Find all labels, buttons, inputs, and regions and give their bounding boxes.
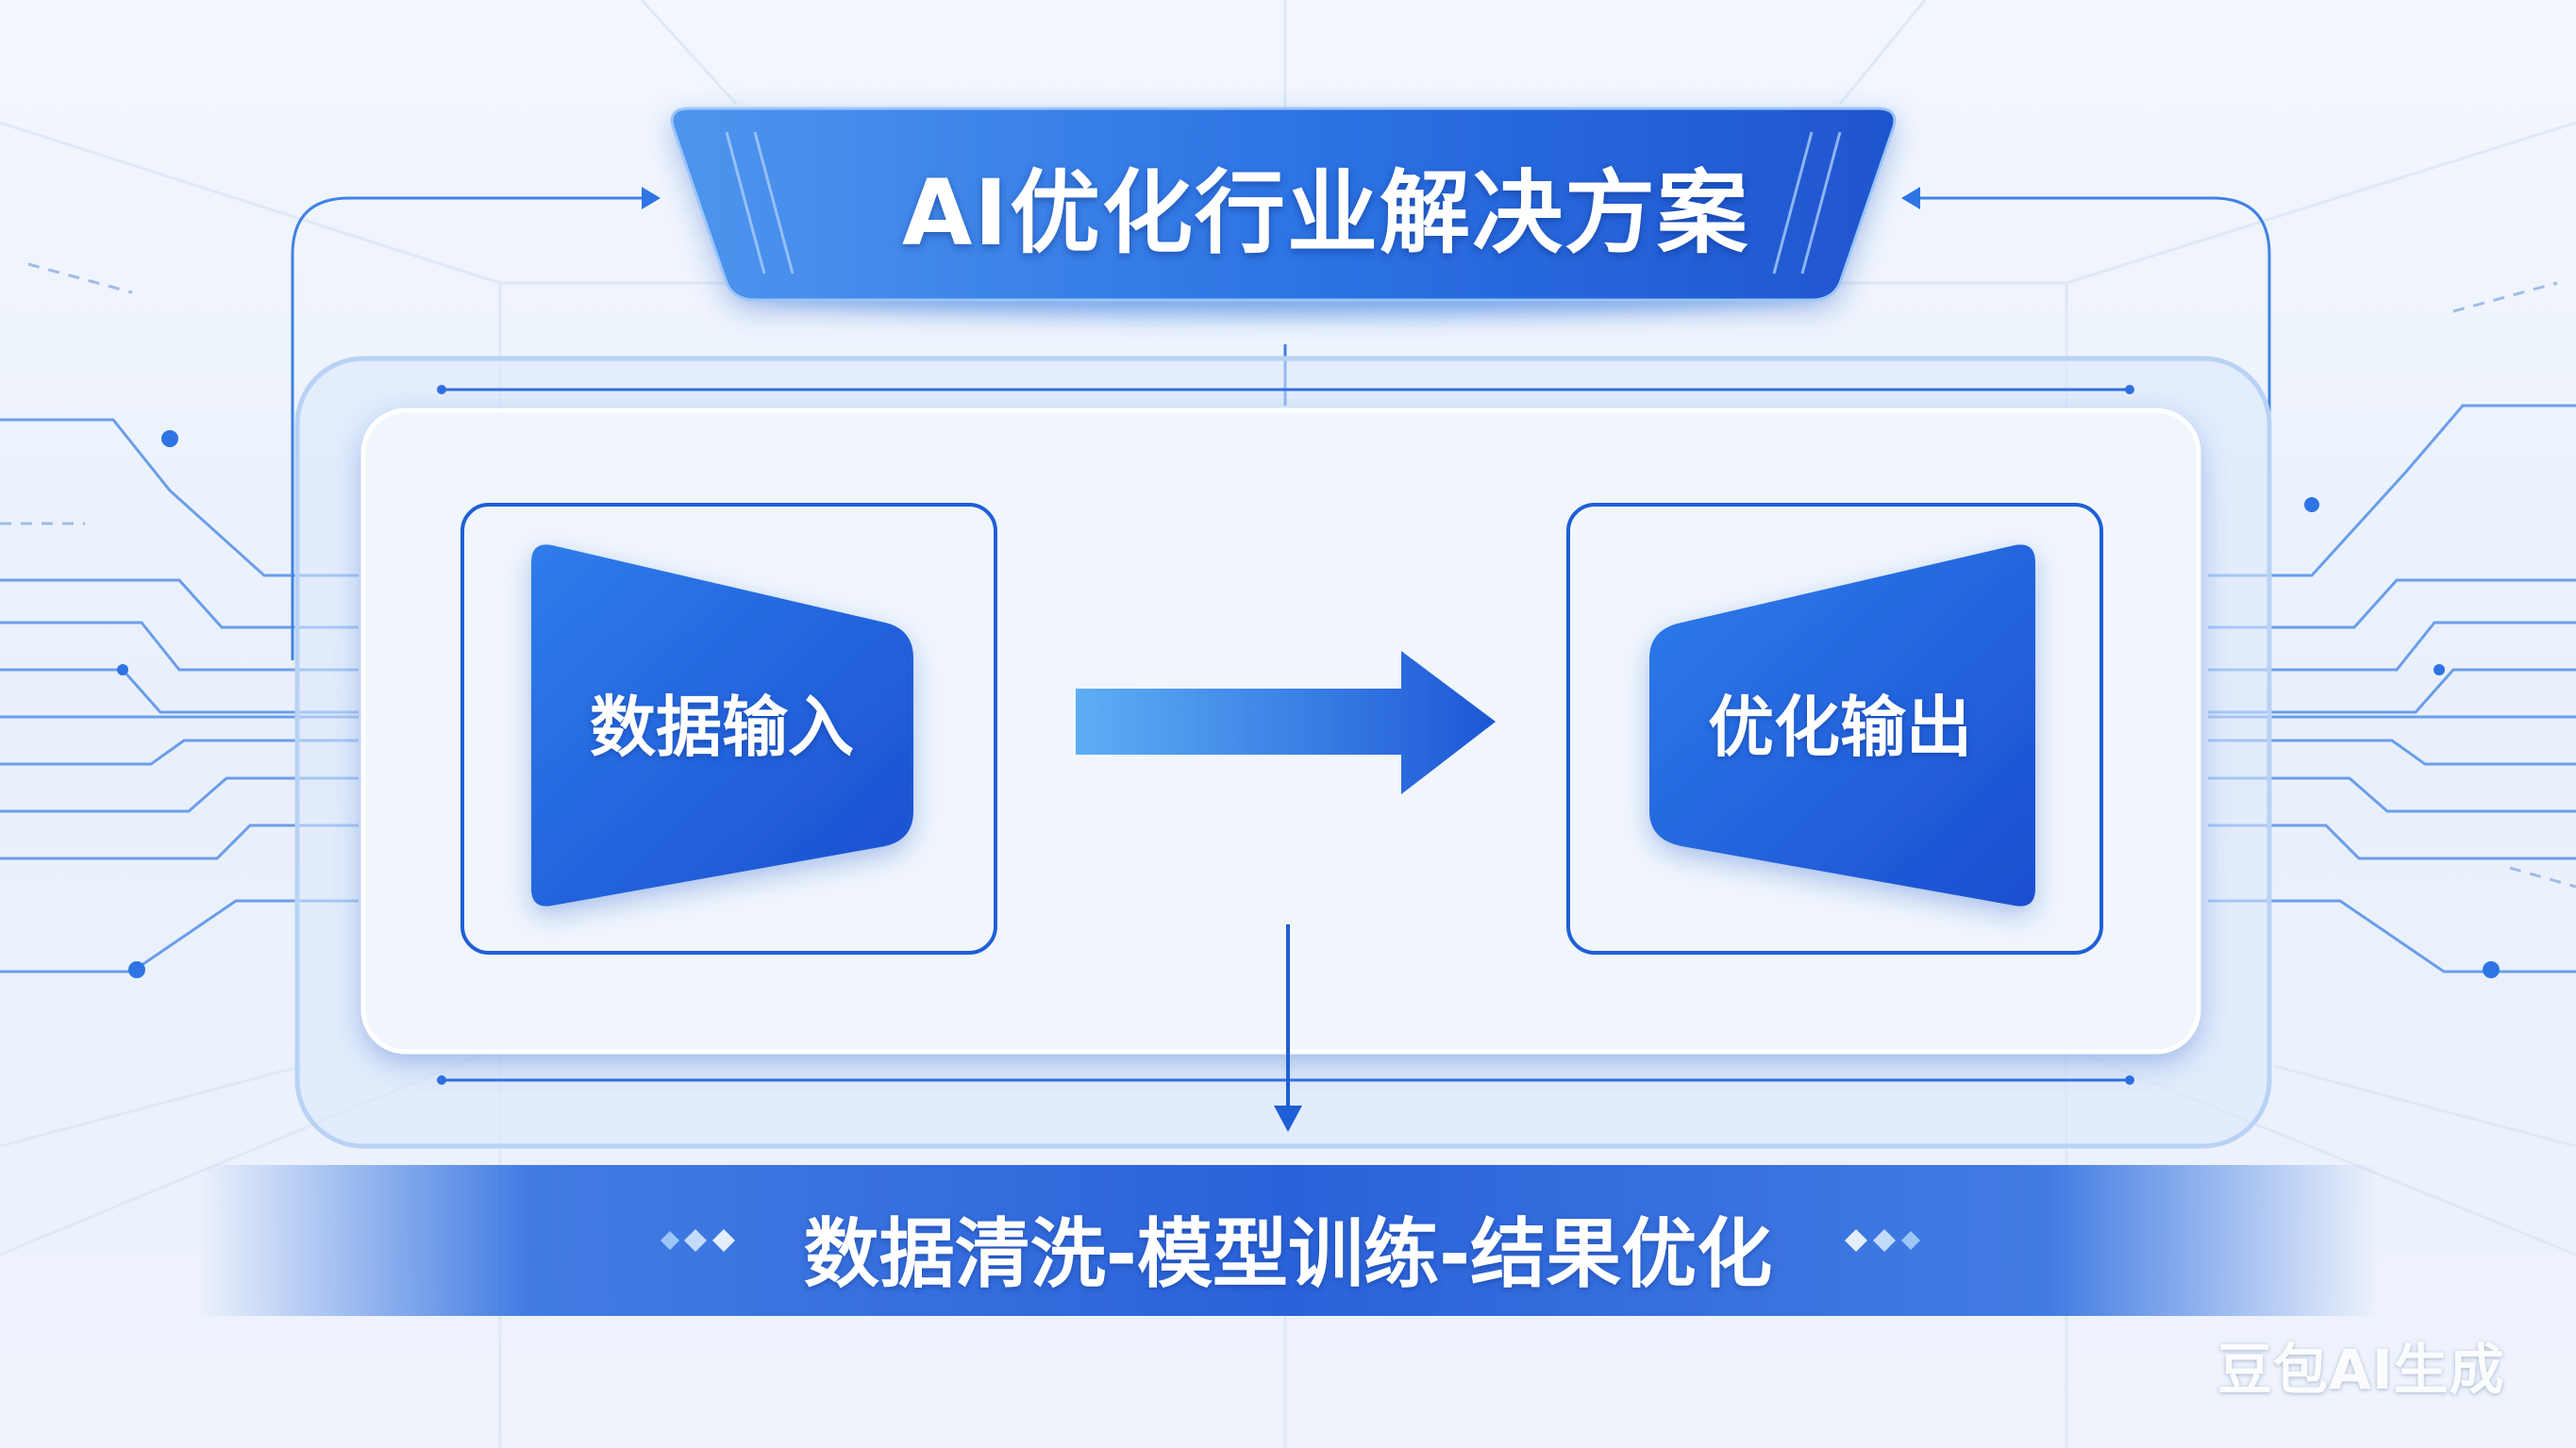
accent-line-dots xyxy=(437,385,2134,1085)
banner-diamonds-left xyxy=(661,1229,735,1252)
output-block-shape xyxy=(1649,544,2035,907)
pipeline-banner xyxy=(198,1165,2378,1316)
circuit-dashes-right xyxy=(2452,281,2576,889)
watermark: 豆包AI生成 xyxy=(2217,1338,2505,1402)
input-block-label: 数据输入 xyxy=(590,689,854,766)
accent-lines xyxy=(443,388,2128,1082)
arrow-head-right-top xyxy=(1901,187,1920,209)
diagram-title: AI优化行业解决方案 xyxy=(901,160,1749,266)
input-block-outline xyxy=(460,503,997,955)
output-block-label: 优化输出 xyxy=(1708,689,1972,766)
banner-diamonds-right xyxy=(1845,1229,1920,1252)
input-block-shape xyxy=(531,544,913,907)
circuit-dots-left xyxy=(117,430,178,978)
arrow-head-left-top xyxy=(642,187,661,209)
down-arrow-head xyxy=(1274,1106,1302,1132)
flow-arrow xyxy=(1076,651,1496,794)
output-block-outline xyxy=(1566,503,2103,955)
circuit-dashes-left xyxy=(0,262,133,525)
title-banner-slashes xyxy=(725,131,1842,275)
pipeline-banner-label: 数据清洗-模型训练-结果优化 xyxy=(803,1210,1773,1298)
circuit-dots-right xyxy=(2304,497,2500,978)
title-banner xyxy=(670,107,1897,302)
